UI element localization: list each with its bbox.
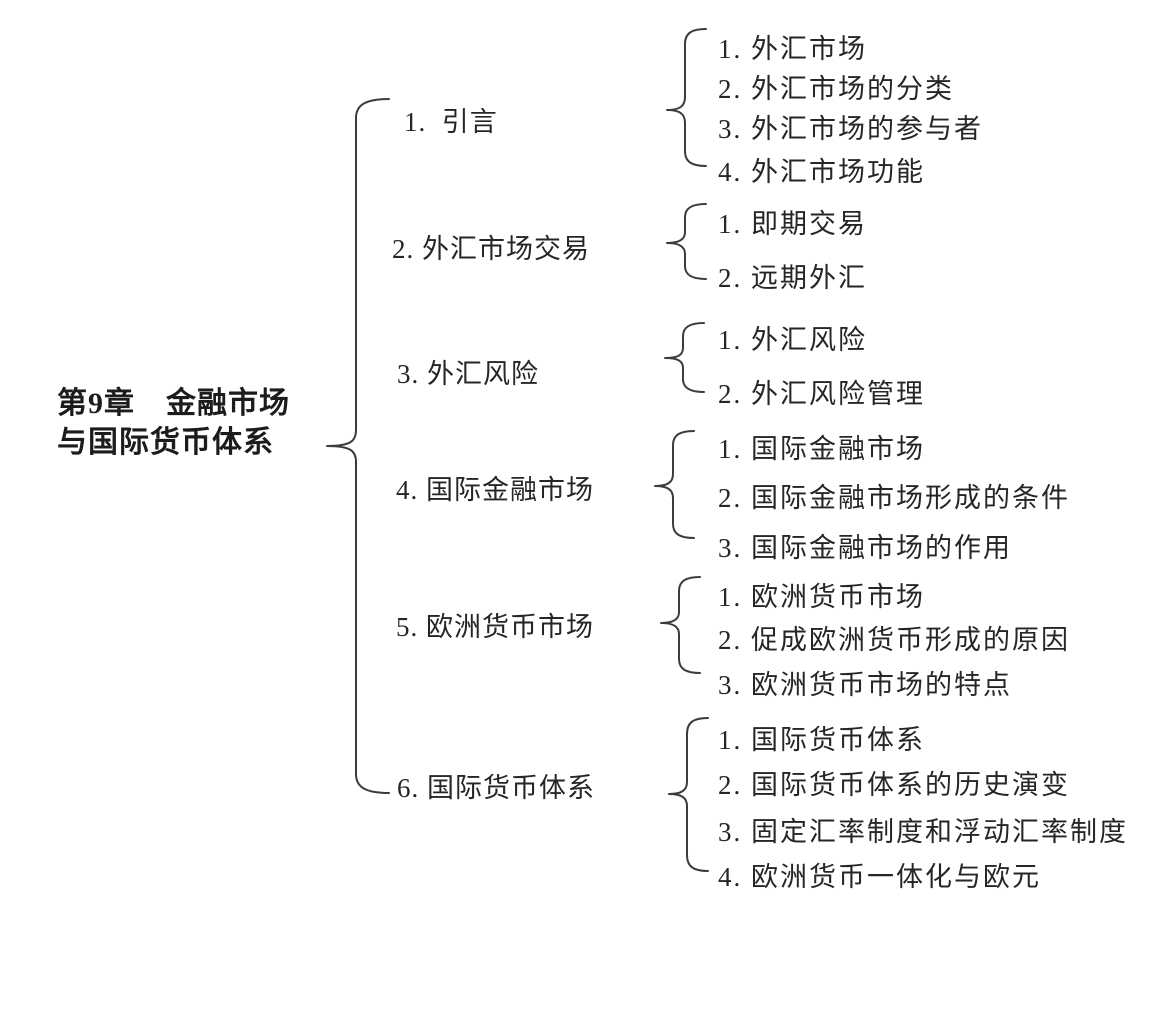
leaf-item: 4. 欧洲货币一体化与欧元 <box>718 862 1041 892</box>
leaf-item: 1. 外汇市场 <box>718 34 867 64</box>
leaf-item: 3. 固定汇率制度和浮动汇率制度 <box>718 817 1128 847</box>
leaf-item: 1. 欧洲货币市场 <box>718 582 925 612</box>
branch-brace-5 <box>660 576 701 674</box>
branch-brace-2 <box>666 203 707 280</box>
leaf-item: 3. 欧洲货币市场的特点 <box>718 670 1012 700</box>
leaf-item: 3. 国际金融市场的作用 <box>718 533 1012 563</box>
leaf-item: 2. 外汇风险管理 <box>718 379 925 409</box>
leaf-item: 3. 外汇市场的参与者 <box>718 114 983 144</box>
main-brace-connector <box>326 98 390 794</box>
branch-brace-3 <box>664 322 705 393</box>
leaf-item: 2. 国际货币体系的历史演变 <box>718 770 1070 800</box>
branch-label-fx-risk: 3. 外汇风险 <box>397 359 539 389</box>
branch-brace-4 <box>654 430 695 539</box>
leaf-item: 2. 促成欧洲货币形成的原因 <box>718 625 1070 655</box>
branch-label-introduction: 1. 引言 <box>404 107 498 137</box>
leaf-item: 1. 国际货币体系 <box>718 725 925 755</box>
branch-label-intl-monetary-system: 6. 国际货币体系 <box>397 773 595 803</box>
leaf-item: 2. 外汇市场的分类 <box>718 74 954 104</box>
branch-label-fx-market-trading: 2. 外汇市场交易 <box>392 234 590 264</box>
leaf-item: 4. 外汇市场功能 <box>718 157 925 187</box>
leaf-item: 2. 远期外汇 <box>718 263 867 293</box>
leaf-item: 1. 国际金融市场 <box>718 434 925 464</box>
leaf-item: 1. 外汇风险 <box>718 325 867 355</box>
branch-label-euro-currency-market: 5. 欧洲货币市场 <box>396 612 594 642</box>
leaf-item: 1. 即期交易 <box>718 209 867 239</box>
root-title: 第9章 金融市场与国际货币体系 <box>57 387 290 459</box>
branch-brace-1 <box>666 28 707 167</box>
branch-label-intl-financial-market: 4. 国际金融市场 <box>396 475 594 505</box>
branch-brace-6 <box>668 717 709 872</box>
leaf-item: 2. 国际金融市场形成的条件 <box>718 483 1070 513</box>
